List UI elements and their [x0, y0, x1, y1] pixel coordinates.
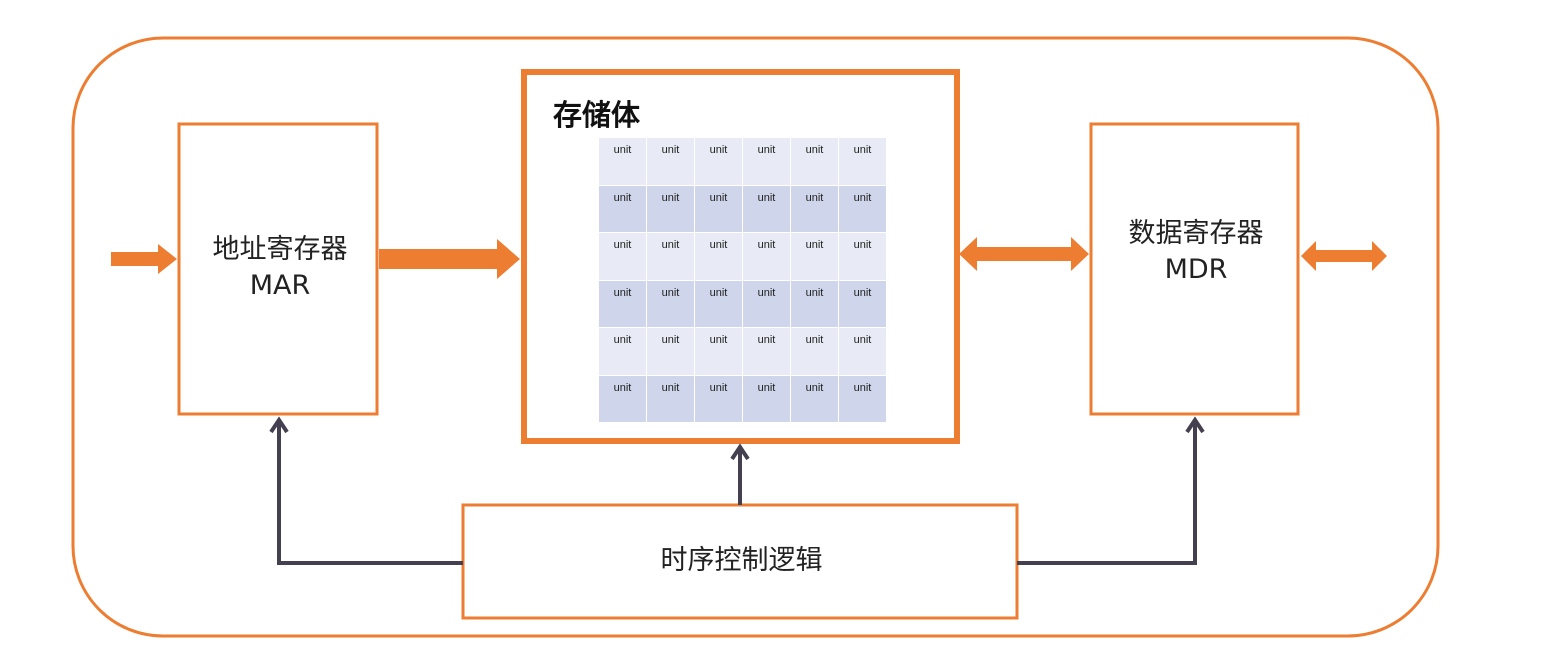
- control-to-storage-arrowhead: [730, 443, 750, 461]
- storage-unit-cell: unit: [743, 185, 791, 233]
- storage-unit-cell: unit: [647, 233, 695, 281]
- mdr-label: 数据寄存器 MDR: [1091, 216, 1301, 288]
- mdr-box: [1089, 122, 1300, 416]
- outer-container: [71, 36, 1440, 638]
- storage-title: 存储体: [553, 98, 641, 132]
- storage-unit-cell: unit: [839, 328, 887, 376]
- control-label: 时序控制逻辑: [660, 545, 823, 576]
- mdr-label-line1: 数据寄存器: [1128, 218, 1264, 249]
- storage-unit-cell: unit: [839, 138, 887, 186]
- mar-box: [177, 122, 379, 416]
- storage-unit-cell: unit: [695, 280, 743, 328]
- storage-mdr-double-arrow: [959, 237, 1089, 271]
- mar-label-line1: 地址寄存器: [212, 234, 348, 265]
- storage-unit-cell: unit: [743, 328, 791, 376]
- storage-unit-cell: unit: [839, 233, 887, 281]
- storage-unit-cell: unit: [695, 328, 743, 376]
- mar-label-line2: MAR: [249, 270, 311, 301]
- storage-unit-cell: unit: [839, 280, 887, 328]
- storage-unit-cell: unit: [647, 328, 695, 376]
- storage-unit-cell: unit: [599, 328, 647, 376]
- storage-unit-cell: unit: [647, 375, 695, 423]
- storage-unit-cell: unit: [791, 375, 839, 423]
- storage-unit-cell: unit: [791, 328, 839, 376]
- storage-unit-cell: unit: [791, 138, 839, 186]
- storage-unit-cell: unit: [839, 375, 887, 423]
- storage-unit-cell: unit: [695, 375, 743, 423]
- storage-unit-cell: unit: [791, 280, 839, 328]
- storage-unit-cell: unit: [599, 375, 647, 423]
- control-to-mdr-arrowhead: [1185, 416, 1205, 434]
- mar-to-storage-arrow: [379, 239, 520, 279]
- storage-unit-cell: unit: [695, 233, 743, 281]
- mar-label: 地址寄存器 MAR: [179, 232, 381, 304]
- storage-unit-cell: unit: [743, 233, 791, 281]
- storage-unit-cell: unit: [599, 280, 647, 328]
- storage-unit-cell: unit: [599, 233, 647, 281]
- control-to-mar-line: [277, 420, 463, 565]
- control-to-mar-arrowhead: [269, 416, 289, 434]
- storage-unit-cell: unit: [599, 185, 647, 233]
- storage-unit-cell: unit: [599, 138, 647, 186]
- storage-unit-cell: unit: [791, 185, 839, 233]
- storage-unit-cell: unit: [647, 185, 695, 233]
- input-arrow: [111, 244, 177, 274]
- storage-unit-cell: unit: [647, 138, 695, 186]
- storage-unit-cell: unit: [839, 185, 887, 233]
- control-to-mdr-line: [1017, 420, 1197, 565]
- storage-unit-cell: unit: [791, 233, 839, 281]
- storage-unit-cell: unit: [695, 185, 743, 233]
- storage-unit-cell: unit: [695, 138, 743, 186]
- storage-unit-cell: unit: [743, 138, 791, 186]
- storage-unit-cell: unit: [743, 280, 791, 328]
- storage-unit-cell: unit: [743, 375, 791, 423]
- mdr-external-double-arrow: [1301, 241, 1387, 271]
- mdr-label-line2: MDR: [1164, 254, 1228, 285]
- storage-unit-cell: unit: [647, 280, 695, 328]
